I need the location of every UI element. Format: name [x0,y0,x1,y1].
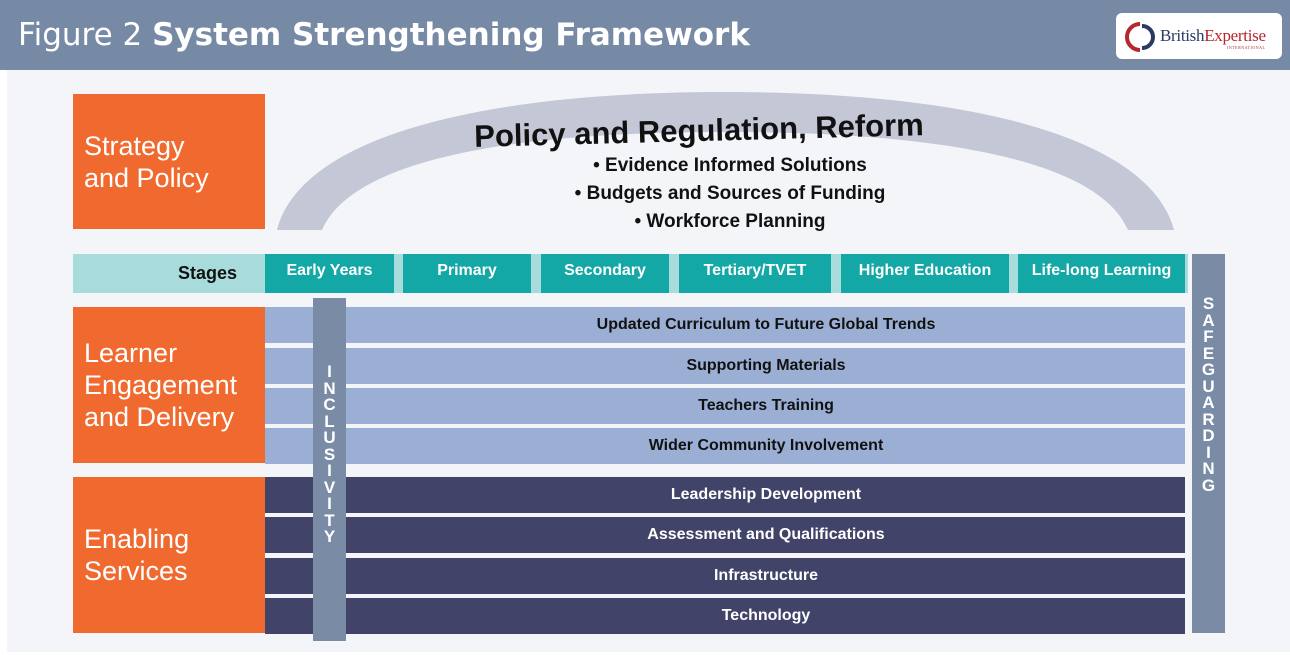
safeguarding-letter: A [1202,310,1215,330]
safeguarding-letter: S [1202,294,1215,313]
safeguarding-letter: U [1202,376,1215,396]
safeguarding-bar: S A F E G U A R D I N G [1192,254,1225,633]
learner-line-2: Engagement [84,370,238,400]
learner-line-1: Learner [84,338,178,368]
safeguarding-letter: D [1202,426,1215,445]
learner-row-label: Updated Curriculum to Future Global Tren… [596,316,936,333]
enabling-line-2: Services [84,556,188,586]
enabling-row-label: Infrastructure [713,567,819,584]
enabling-row-infrastructure: Infrastructure [265,558,1185,594]
inclusivity-letter: I [327,494,332,513]
british-expertise-logo: BritishExpertise INTERNATIONAL [1116,13,1282,59]
safeguarding-letter: A [1202,393,1215,412]
learner-row-label: Teachers Training [698,397,834,414]
enabling-row-label: Technology [721,607,811,624]
stage-early-years: Early Years [265,254,394,293]
enabling-row-technology: Technology [265,598,1185,634]
arch-bullet-3: • Workforce Planning [634,211,826,232]
safeguarding-letter: N [1202,459,1215,478]
learner-line-3: and Delivery [84,402,235,432]
safeguarding-letter: G [1201,360,1216,379]
learner-row-materials: Supporting Materials [265,348,1185,384]
inclusivity-letter: C [323,395,336,414]
inclusivity-letter: Y [323,527,336,546]
logo-text-b: Expertise [1204,26,1266,45]
strategy-policy-box: Strategy and Policy [73,94,265,229]
logo-arc-icon [1125,22,1155,52]
logo-text: BritishExpertise [1160,26,1266,46]
stage-higher-education: Higher Education [841,254,1009,293]
figure-title: Figure 2 System Strengthening Framework [18,17,750,53]
learner-row-curriculum: Updated Curriculum to Future Global Tren… [265,307,1185,343]
inclusivity-bar: I N C L U S I V I T Y [313,298,346,641]
figure-title-text: System Strengthening Framework [152,17,750,53]
learner-row-label: Wider Community Involvement [648,437,884,454]
strategy-line-2: and Policy [84,162,209,193]
stage-secondary: Secondary [541,254,669,293]
arch-bullet-1: • Evidence Informed Solutions [593,155,867,176]
stages-label: Stages [178,263,238,283]
enabling-row-label: Assessment and Qualifications [647,526,885,543]
enabling-line-1: Enabling [84,524,190,554]
safeguarding-letter: G [1201,475,1216,495]
safeguarding-letter: F [1203,327,1214,346]
inclusivity-letter: V [323,477,336,497]
safeguarding-letter: E [1202,343,1215,363]
enabling-row-label: Leadership Development [670,486,862,503]
stage-tertiary-tvet: Tertiary/TVET [679,254,831,293]
safeguarding-letter: R [1202,409,1215,429]
stage-life-long-learning: Life-long Learning [1018,254,1185,293]
inclusivity-letter: I [327,461,332,480]
figure-label: Figure 2 [18,17,143,53]
learner-row-community: Wider Community Involvement [265,428,1185,464]
learner-row-teachers: Teachers Training [265,388,1185,424]
learner-engagement-box: Learner Engagement and Delivery [73,307,265,463]
strategy-line-1: Strategy [84,130,185,161]
inclusivity-letter: N [323,378,336,398]
arch-bullet-2: • Budgets and Sources of Funding [574,183,886,204]
inclusivity-letter: U [323,428,336,447]
inclusivity-letter: S [323,444,336,464]
logo-text-a: British [1160,26,1205,45]
inclusivity-letter: I [327,362,332,381]
inclusivity-letters: I N C L U S I V I T Y [313,362,346,546]
logo-subtext: INTERNATIONAL [1227,45,1266,50]
enabling-row-assessment: Assessment and Qualifications [265,517,1185,553]
enabling-row-leadership: Leadership Development [265,477,1185,513]
learner-row-label: Supporting Materials [686,357,846,374]
inclusivity-letter: T [324,510,335,530]
stage-primary: Primary [403,254,531,293]
safeguarding-letter: I [1206,442,1211,462]
enabling-services-box: Enabling Services [73,477,265,633]
figure-header: Figure 2 System Strengthening Framework … [0,0,1290,70]
inclusivity-letter: L [324,411,335,431]
safeguarding-letters: S A F E G U A R D I N G [1192,294,1225,495]
